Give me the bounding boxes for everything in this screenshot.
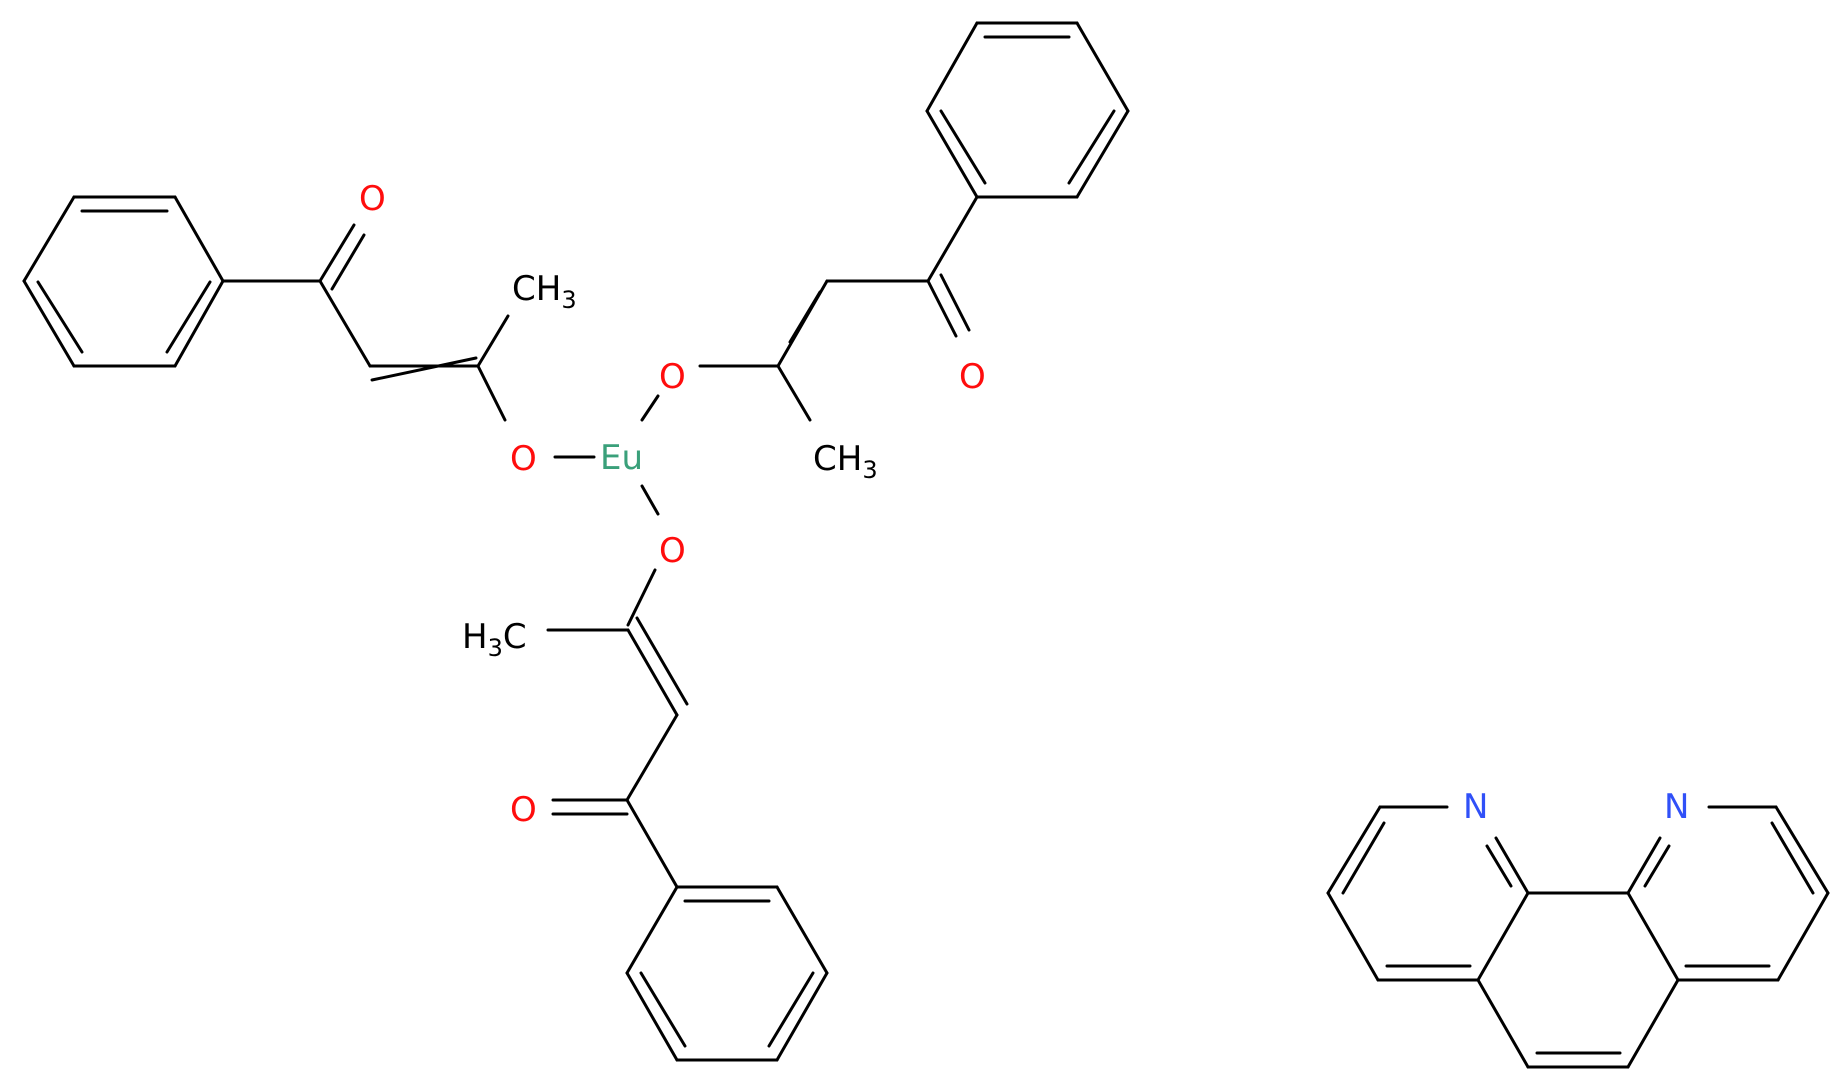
phenanthroline <box>1326 805 1830 1069</box>
atom-n-2: N <box>1664 787 1689 827</box>
phenyl-ring-1 <box>22 195 225 368</box>
phenyl-ring-2 <box>925 21 1130 199</box>
coordination-bonds <box>553 394 660 516</box>
atom-labels: Eu O O O O O O CH3 CH3 H3C N N <box>359 179 1689 830</box>
atom-o-carbonyl-1: O <box>359 179 386 219</box>
atom-o-enolate-3: O <box>659 531 686 571</box>
atom-ch3-1: CH3 <box>512 269 577 314</box>
benzoylacetonate-ligand-3 <box>546 568 829 1062</box>
atom-eu: Eu <box>600 438 643 478</box>
atom-ch3-3: H3C <box>462 617 527 662</box>
atom-o-enolate-2: O <box>659 357 686 397</box>
phenyl-ring-3 <box>625 885 829 1062</box>
atom-o-carbonyl-2: O <box>959 357 986 397</box>
benzoylacetonate-ligand-1 <box>22 195 510 422</box>
atom-n-1: N <box>1463 787 1488 827</box>
benzoylacetonate-ligand-2 <box>698 21 1130 422</box>
atom-o-carbonyl-3: O <box>510 790 537 830</box>
atom-o-enolate-1: O <box>510 439 537 479</box>
atom-ch3-2: CH3 <box>813 439 878 484</box>
